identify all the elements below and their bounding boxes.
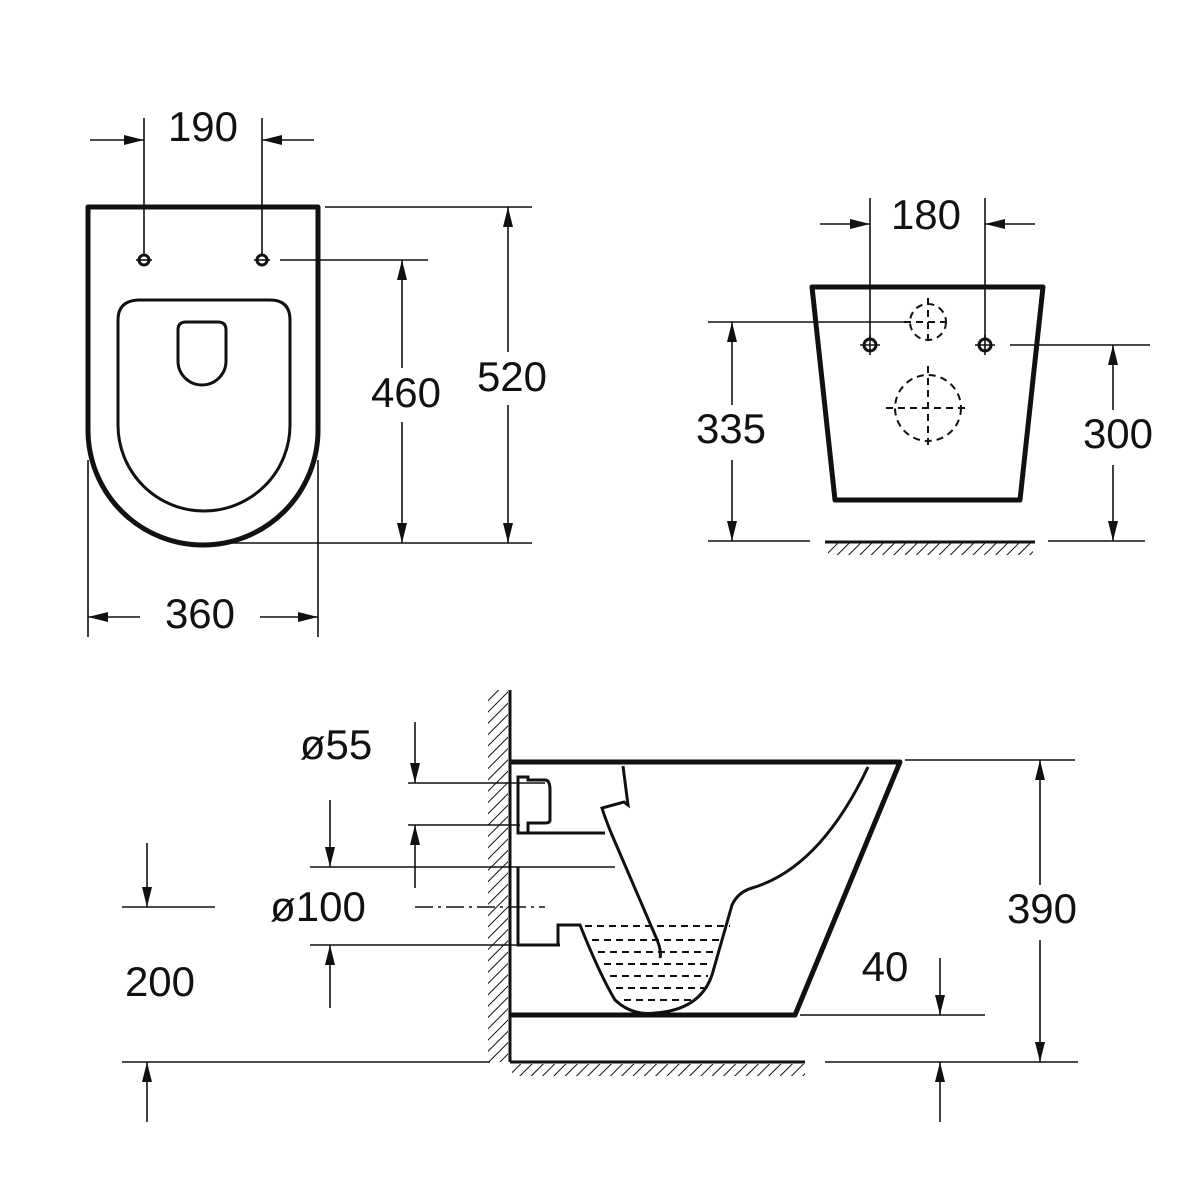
seat-outline <box>116 298 292 513</box>
outlet-hole-dashed <box>886 366 970 450</box>
bolt-hole-icon <box>860 335 880 355</box>
floor-hatch <box>828 543 1033 555</box>
inlet-spigot <box>516 775 605 835</box>
trap-profile <box>556 766 870 1015</box>
bolt-hole-icon <box>975 335 995 355</box>
rear-outline <box>809 284 1046 503</box>
floor-hatch <box>512 1064 805 1076</box>
lid-opening <box>176 320 228 387</box>
wall-hatch <box>488 690 508 1062</box>
dim-base-offset: 40 <box>862 943 909 990</box>
outlet-spigot <box>516 867 558 947</box>
dim-bolt-spacing-rear: 180 <box>891 191 961 238</box>
dim-inlet-diameter: ø55 <box>300 721 372 768</box>
dim-bolt-height: 300 <box>1083 410 1153 457</box>
top-view: 190 520 460 360 <box>85 103 547 637</box>
side-view: ø55 ø100 200 390 40 <box>122 690 1078 1122</box>
dim-inlet-height: 335 <box>696 405 766 452</box>
dim-total-length: 520 <box>477 353 547 400</box>
bolt-hole-icon <box>254 253 270 267</box>
water-level-dashes <box>585 925 730 1001</box>
dim-width: 360 <box>165 590 235 637</box>
bowl-outline <box>85 204 321 548</box>
rear-view: 180 335 300 <box>696 191 1153 555</box>
dim-outlet-diameter: ø100 <box>270 883 366 930</box>
dim-outlet-height: 200 <box>125 958 195 1005</box>
inlet-hole-dashed <box>904 298 952 346</box>
dim-total-height: 390 <box>1007 885 1077 932</box>
bowl-side-outline <box>510 759 903 1018</box>
bolt-hole-icon <box>136 253 152 267</box>
bowl-inner-profile <box>600 765 662 959</box>
dim-bolt-to-front: 460 <box>371 369 441 416</box>
dim-bolt-spacing-top: 190 <box>168 103 238 150</box>
